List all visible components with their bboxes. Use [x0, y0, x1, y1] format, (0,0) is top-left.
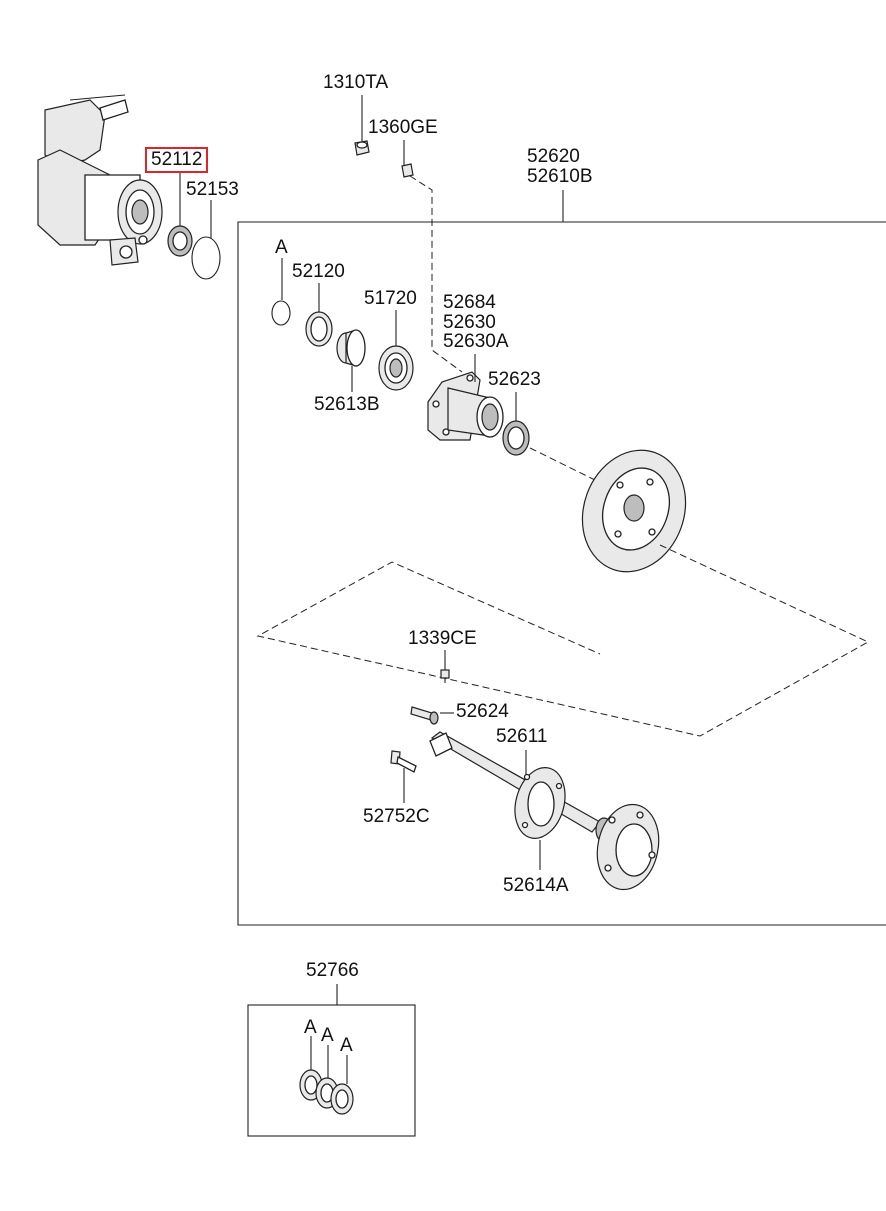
label-52766: 52766 — [306, 960, 359, 981]
dash-parallelogram — [256, 544, 870, 737]
label-52611: 52611 — [496, 726, 548, 747]
label-A-3: A — [321, 1025, 334, 1046]
label-A-4: A — [340, 1035, 353, 1056]
retainer-52614A — [514, 767, 566, 839]
nut-1360GE — [401, 163, 414, 178]
bleeder-1339CE — [440, 665, 450, 683]
label-A-1: A — [275, 237, 288, 258]
label-52620: 52620 — [527, 146, 580, 167]
label-1310TA: 1310TA — [323, 72, 389, 93]
assembly-frame — [237, 221, 886, 926]
label-1339CE: 1339CE — [408, 628, 477, 649]
label-1360GE: 1360GE — [368, 117, 438, 138]
label-52614A: 52614A — [503, 875, 569, 896]
stud-52752C — [390, 750, 417, 773]
axle-housing-drawing — [37, 94, 163, 266]
label-52684: 52684 — [443, 292, 496, 313]
ring-52120 — [305, 311, 333, 347]
race-52613B — [336, 329, 366, 367]
snap-ring-A — [271, 300, 291, 326]
kit-box — [247, 1004, 416, 1137]
bolt-52624 — [410, 706, 439, 725]
label-52630: 52630 — [443, 312, 496, 333]
label-52624: 52624 — [456, 701, 509, 722]
label-52623: 52623 — [488, 369, 541, 390]
o-ring-52153 — [191, 236, 221, 280]
label-52752C: 52752C — [363, 806, 430, 827]
backing-plate — [581, 449, 687, 573]
label-52153: 52153 — [186, 179, 239, 200]
label-52112-highlighted: 52112 — [145, 147, 209, 173]
oil-seal-52112 — [167, 225, 193, 257]
label-52613B: 52613B — [314, 394, 380, 415]
label-52630A: 52630A — [443, 331, 509, 352]
label-A-2: A — [304, 1017, 317, 1038]
label-52120: 52120 — [292, 261, 345, 282]
axis-line-upper — [529, 447, 596, 481]
nut-1310TA — [354, 140, 370, 156]
hub-52630 — [427, 371, 504, 441]
seal-52623 — [502, 420, 530, 456]
dash-1360GE — [409, 175, 463, 373]
kit-rings — [299, 1069, 354, 1115]
bearing-51720 — [378, 345, 414, 391]
label-52610B: 52610B — [527, 166, 593, 187]
label-51720: 51720 — [364, 288, 417, 309]
